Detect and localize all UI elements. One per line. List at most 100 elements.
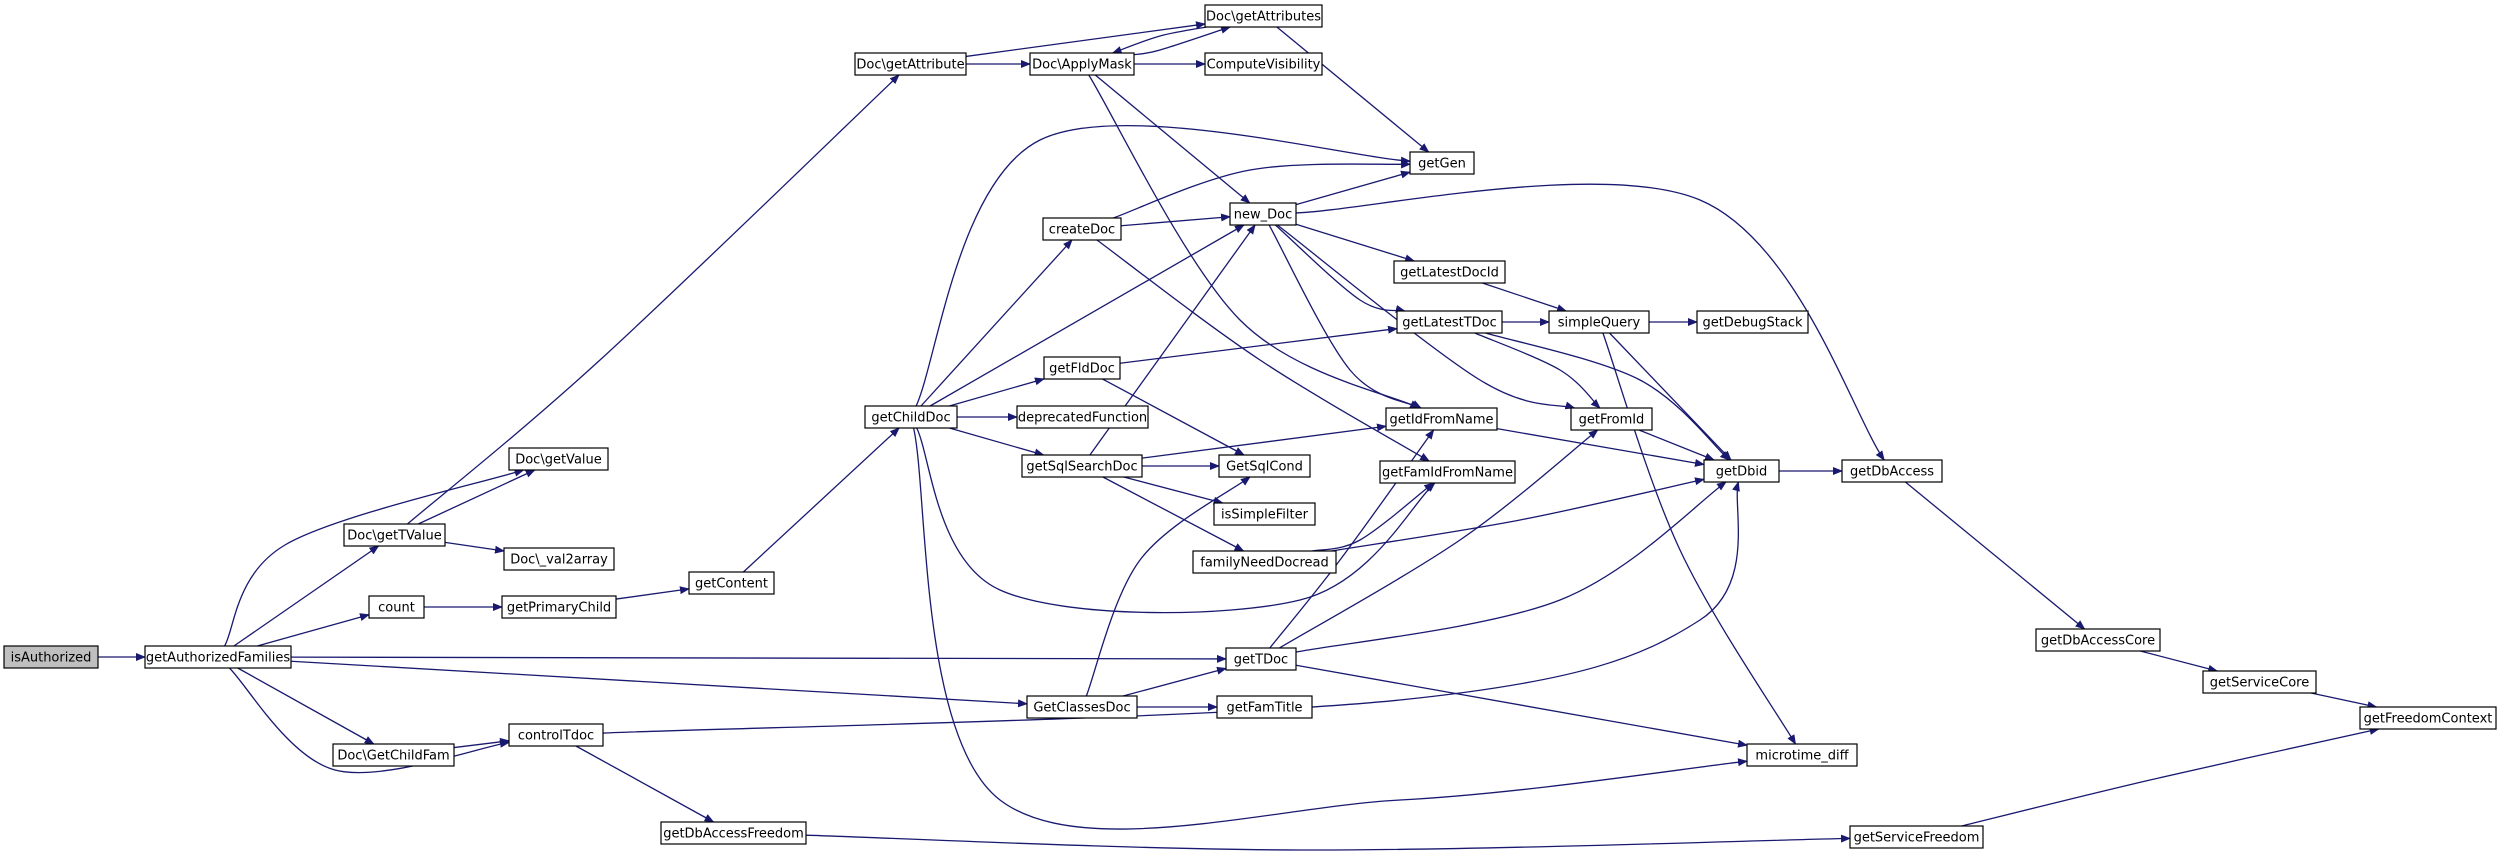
edge-createDoc-to-new_Doc xyxy=(1120,213,1231,227)
node-count[interactable]: count xyxy=(368,595,425,619)
node-label: Doc\getAttributes xyxy=(1206,10,1321,25)
edge-controlTdoc-to-getDbid xyxy=(602,481,1740,734)
node-getPrimaryChild[interactable]: getPrimaryChild xyxy=(501,595,617,619)
node-label: createDoc xyxy=(1049,223,1115,238)
node-getSqlSearchDoc[interactable]: getSqlSearchDoc xyxy=(1021,454,1143,478)
edge-getChildDoc-to-getGen xyxy=(915,124,1411,407)
node-Doc_getAttribute[interactable]: Doc\getAttribute xyxy=(854,52,967,76)
node-getGen[interactable]: getGen xyxy=(1409,151,1475,175)
node-label: getServiceCore xyxy=(2210,676,2309,691)
edge-getFldDoc-to-GetSqlCond xyxy=(1102,378,1245,456)
node-box xyxy=(2359,706,2497,730)
node-getFamIdFromName[interactable]: getFamIdFromName xyxy=(1379,460,1516,484)
node-microtime_diff[interactable]: microtime_diff xyxy=(1746,743,1858,767)
node-Doc_getTValue[interactable]: Doc\getTValue xyxy=(343,523,446,547)
edge-getDbAccessCore-to-getServiceCore xyxy=(2140,650,2219,673)
edge-getAuthorizedFamilies-to-controlTdoc xyxy=(228,667,510,774)
node-label: getFamTitle xyxy=(1226,701,1302,716)
node-box xyxy=(1841,459,1943,483)
node-label: getServiceFreedom xyxy=(1854,831,1980,846)
node-box xyxy=(1029,52,1135,76)
node-label: Doc\GetChildFam xyxy=(337,749,449,764)
node-GetClassesDoc[interactable]: GetClassesDoc xyxy=(1026,695,1138,719)
node-getLatestTDoc[interactable]: getLatestTDoc xyxy=(1396,310,1503,334)
node-isSimpleFilter[interactable]: isSimpleFilter xyxy=(1213,502,1316,526)
node-getServiceCore[interactable]: getServiceCore xyxy=(2202,670,2317,694)
edge-createDoc-to-getGen xyxy=(1113,160,1411,219)
node-getIdFromName[interactable]: getIdFromName xyxy=(1385,407,1498,431)
node-label: familyNeedDocread xyxy=(1200,556,1328,571)
node-getTDoc[interactable]: getTDoc xyxy=(1225,647,1297,671)
node-simpleQuery[interactable]: simpleQuery xyxy=(1548,310,1650,334)
edge-Doc_getTValue-to-Doc_getAttribute xyxy=(406,74,900,525)
node-getDbAccessCore[interactable]: getDbAccessCore xyxy=(2035,628,2161,652)
node-GetSqlCond[interactable]: GetSqlCond xyxy=(1218,454,1311,478)
node-controlTdoc[interactable]: controlTdoc xyxy=(508,723,604,747)
node-getChildDoc[interactable]: getChildDoc xyxy=(864,405,958,429)
node-getDbAccessFreedom[interactable]: getDbAccessFreedom xyxy=(660,821,807,845)
edge-GetClassesDoc-to-getTDoc xyxy=(1122,666,1227,697)
node-Doc_getValue[interactable]: Doc\getValue xyxy=(508,447,609,471)
node-box xyxy=(343,523,446,547)
node-box xyxy=(1385,407,1498,431)
edge-createDoc-to-getFamIdFromName xyxy=(1096,239,1430,462)
node-label: getFldDoc xyxy=(1049,362,1115,377)
node-label: getDbAccessCore xyxy=(2041,634,2155,649)
node-box xyxy=(1379,460,1516,484)
node-label: getChildDoc xyxy=(871,411,950,426)
node-box xyxy=(508,447,609,471)
node-Doc_getAttributes[interactable]: Doc\getAttributes xyxy=(1204,4,1323,28)
node-box xyxy=(1409,151,1475,175)
node-getContent[interactable]: getContent xyxy=(688,571,775,595)
node-box xyxy=(688,571,775,595)
node-getServiceFreedom[interactable]: getServiceFreedom xyxy=(1849,825,1984,849)
node-box xyxy=(854,52,967,76)
edge-getDbAccess-to-getDbAccessCore xyxy=(1904,481,2086,630)
node-getFamTitle[interactable]: getFamTitle xyxy=(1216,695,1313,719)
edge-GetClassesDoc-to-GetSqlCond xyxy=(1085,476,1251,697)
node-label: deprecatedFunction xyxy=(1018,411,1147,426)
node-box xyxy=(1393,260,1506,284)
edge-new_Doc-to-getDbAccess xyxy=(1295,183,1885,461)
node-getDebugStack[interactable]: getDebugStack xyxy=(1696,310,1809,334)
node-label: isAuthorized xyxy=(11,651,92,666)
node-getDbid[interactable]: getDbid xyxy=(1703,459,1780,483)
node-deprecatedFunction[interactable]: deprecatedFunction xyxy=(1016,405,1149,429)
edge-Doc_getTValue-to-Doc_val2array xyxy=(444,541,505,554)
node-box xyxy=(1225,647,1297,671)
node-familyNeedDocread[interactable]: familyNeedDocread xyxy=(1192,550,1337,574)
node-label: simpleQuery xyxy=(1558,316,1641,331)
node-createDoc[interactable]: createDoc xyxy=(1042,217,1122,241)
node-getAuthorizedFamilies[interactable]: getAuthorizedFamilies xyxy=(144,645,292,669)
node-box xyxy=(2035,628,2161,652)
node-label: Doc\getValue xyxy=(515,453,602,468)
edge-simpleQuery-to-microtime_diff xyxy=(1602,332,1797,745)
node-label: count xyxy=(378,601,415,616)
node-getLatestDocId[interactable]: getLatestDocId xyxy=(1393,260,1506,284)
node-isAuthorized[interactable]: isAuthorized xyxy=(3,645,99,669)
edge-getChildDoc-to-getSqlSearchDoc xyxy=(949,427,1045,457)
edge-new_Doc-to-getFromId xyxy=(1276,224,1576,410)
edge-getDbAccessFreedom-to-getServiceFreedom xyxy=(805,834,1851,851)
node-label: Doc\getAttribute xyxy=(856,58,964,73)
node-Doc_GetChildFam[interactable]: Doc\GetChildFam xyxy=(332,743,455,767)
node-label: getTDoc xyxy=(1234,653,1288,668)
node-box xyxy=(1696,310,1809,334)
node-Doc_val2array[interactable]: Doc\_val2array xyxy=(503,547,615,571)
edge-getChildDoc-to-getFamIdFromName xyxy=(916,427,1436,614)
node-getFreedomContext[interactable]: getFreedomContext xyxy=(2359,706,2497,730)
node-getDbAccess[interactable]: getDbAccess xyxy=(1841,459,1943,483)
edge-Doc_getAttributes-to-getGen xyxy=(1276,26,1430,153)
node-new_Doc[interactable]: new_Doc xyxy=(1229,202,1297,226)
edge-getSqlSearchDoc-to-isSimpleFilter xyxy=(1123,476,1224,505)
node-getFromId[interactable]: getFromId xyxy=(1570,407,1653,431)
node-box xyxy=(1204,52,1323,76)
edge-getAuthorizedFamilies-to-Doc_getTValue xyxy=(233,545,380,647)
node-label: getGen xyxy=(1418,157,1466,172)
node-ComputeVisibility[interactable]: ComputeVisibility xyxy=(1204,52,1323,76)
node-Doc_ApplyMask[interactable]: Doc\ApplyMask xyxy=(1029,52,1135,76)
node-label: getFamIdFromName xyxy=(1382,466,1513,481)
node-label: controlTdoc xyxy=(518,729,594,744)
node-getFldDoc[interactable]: getFldDoc xyxy=(1043,356,1121,380)
